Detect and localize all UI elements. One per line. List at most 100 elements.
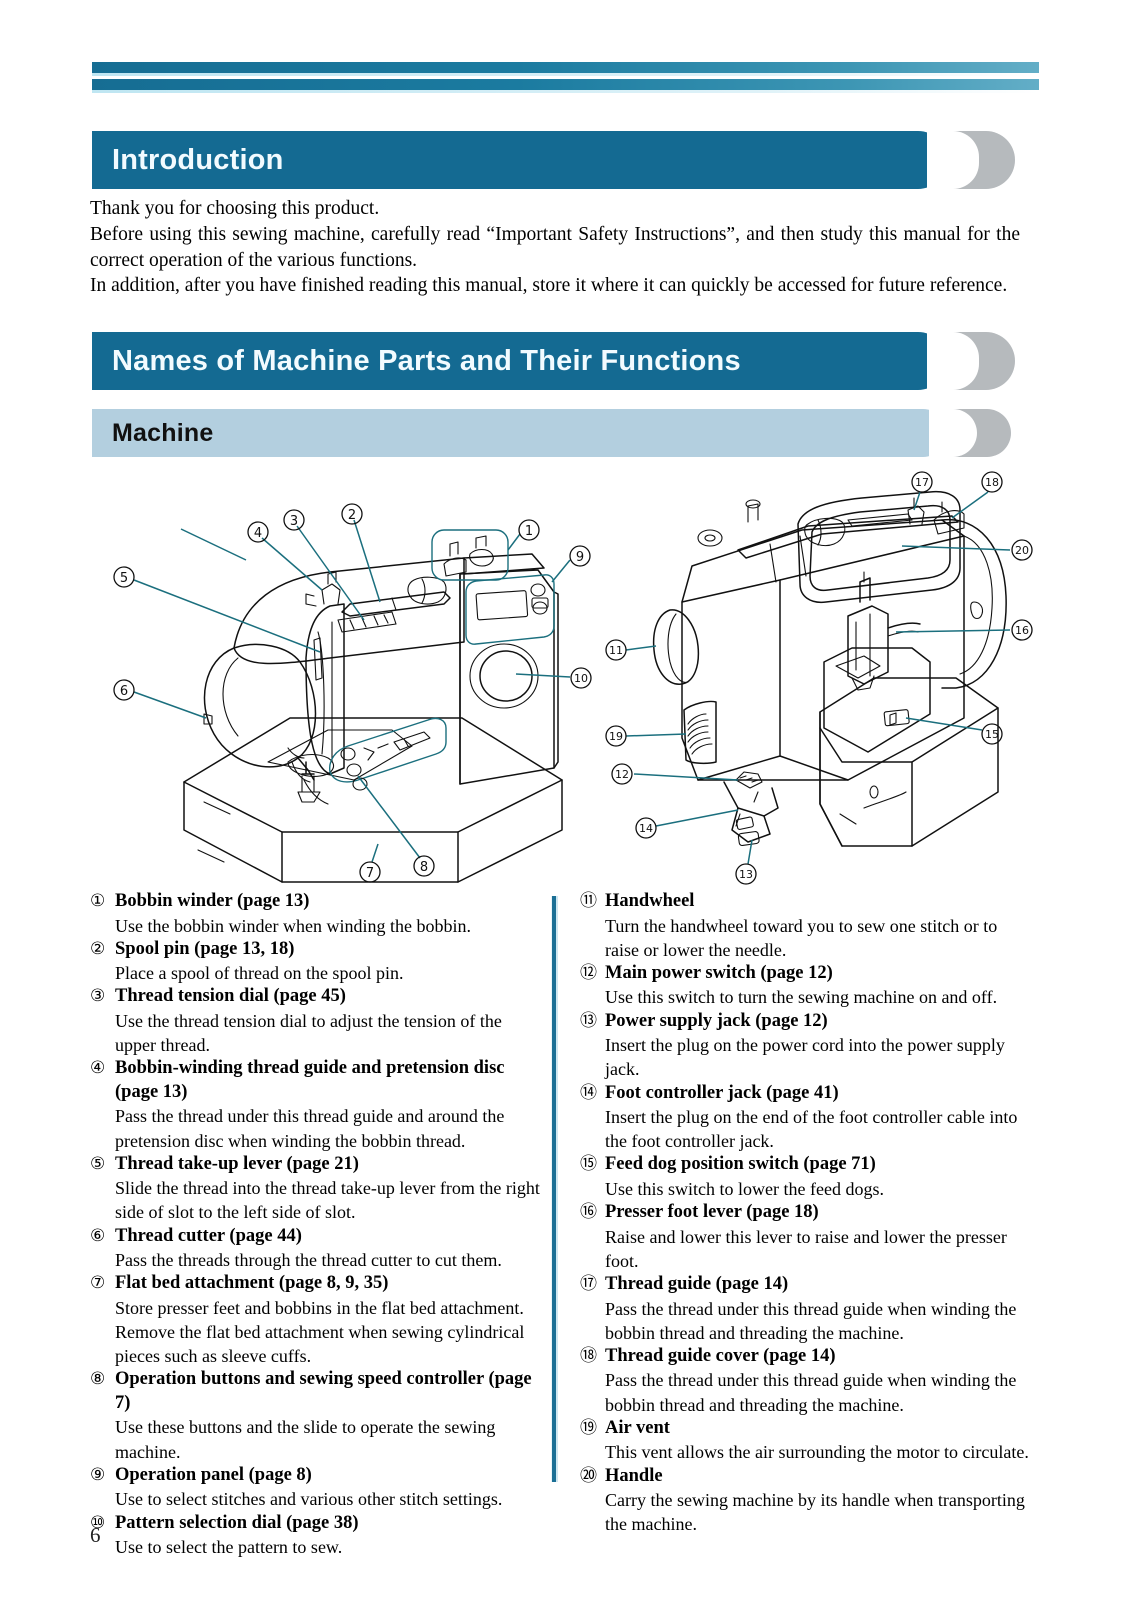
list-item: ⑤ Thread take-up lever (page 21) Slide t… xyxy=(90,1153,545,1225)
svg-text:9: 9 xyxy=(576,550,584,565)
item-description: Use to select stitches and various other… xyxy=(115,1489,503,1510)
item-number: ④ xyxy=(90,1058,106,1079)
item-description: Turn the handwheel toward you to sew one… xyxy=(605,915,998,960)
list-item: ⑳ Handle Carry the sewing machine by its… xyxy=(580,1465,1035,1537)
item-title: Operation panel (page 8) xyxy=(115,1464,312,1485)
list-item: ⑯ Presser foot lever (page 18) Raise and… xyxy=(580,1201,1035,1273)
list-item: ⑬ Power supply jack (page 12) Insert the… xyxy=(580,1010,1035,1082)
list-item: ⑲ Air vent This vent allows the air surr… xyxy=(580,1417,1035,1465)
item-number: ⑬ xyxy=(580,1010,597,1031)
item-description: Use the bobbin winder when winding the b… xyxy=(115,915,471,936)
item-title: Air vent xyxy=(605,1417,670,1438)
sewing-machine-rear-view xyxy=(652,490,1007,847)
item-number: ⑨ xyxy=(90,1464,106,1485)
item-number: ⑪ xyxy=(580,891,597,911)
item-description: Use these buttons and the slide to opera… xyxy=(115,1417,496,1462)
item-title: Thread tension dial (page 45) xyxy=(115,986,346,1007)
item-number: ⑩ xyxy=(90,1512,106,1533)
item-number: ③ xyxy=(90,986,106,1007)
item-number: ⑳ xyxy=(580,1465,597,1486)
list-item: ⑪ Handwheel Turn the handwheel toward yo… xyxy=(580,890,1035,962)
parts-list-right-column: ⑪ Handwheel Turn the handwheel toward yo… xyxy=(580,890,1035,1536)
item-title: Handle xyxy=(605,1465,663,1486)
svg-text:20: 20 xyxy=(1015,544,1029,557)
banner-title-machine: Machine xyxy=(112,418,214,447)
item-title: Flat bed attachment (page 8, 9, 35) xyxy=(115,1273,389,1294)
item-description: Pass the threads through the thread cutt… xyxy=(115,1250,502,1271)
introduction-text: Thank you for choosing this product. Bef… xyxy=(90,196,1020,299)
section-banner-introduction: Introduction xyxy=(92,131,1015,189)
svg-text:10: 10 xyxy=(574,672,588,685)
list-item: ⑨ Operation panel (page 8) Use to select… xyxy=(90,1464,545,1512)
item-number: ⑦ xyxy=(90,1273,106,1294)
column-divider xyxy=(552,896,556,1482)
item-number: ⑮ xyxy=(580,1154,597,1175)
item-title: Bobbin-winding thread guide and pretensi… xyxy=(115,1058,505,1102)
svg-text:13: 13 xyxy=(739,868,753,881)
svg-text:14: 14 xyxy=(639,822,653,835)
list-item: ① Bobbin winder (page 13) Use the bobbin… xyxy=(90,890,545,938)
banner-title-introduction: Introduction xyxy=(112,143,284,176)
list-item: ⑮ Feed dog position switch (page 71) Use… xyxy=(580,1153,1035,1201)
item-title: Bobbin winder (page 13) xyxy=(115,891,310,911)
section-banner-names-of-parts: Names of Machine Parts and Their Functio… xyxy=(92,332,1015,390)
header-rule-top xyxy=(92,62,1039,76)
list-item: ③ Thread tension dial (page 45) Use the … xyxy=(90,985,545,1057)
item-description: Slide the thread into the thread take-up… xyxy=(115,1178,540,1223)
list-item: ⑥ Thread cutter (page 44) Pass the threa… xyxy=(90,1225,545,1273)
item-description: Insert the plug on the end of the foot c… xyxy=(605,1107,1018,1152)
item-number: ⑫ xyxy=(580,962,597,983)
item-description: Pass the thread under this thread guide … xyxy=(605,1298,1017,1343)
item-number: ⑧ xyxy=(90,1369,106,1390)
item-number: ⑭ xyxy=(580,1082,597,1103)
item-title: Handwheel xyxy=(605,891,695,911)
item-description: Raise and lower this lever to raise and … xyxy=(605,1226,1007,1271)
list-item: ④ Bobbin-winding thread guide and preten… xyxy=(90,1057,545,1152)
item-number: ① xyxy=(90,891,106,911)
banner-bar: Machine xyxy=(92,409,947,457)
item-title: Spool pin (page 13, 18) xyxy=(115,938,295,959)
header-rule-bottom xyxy=(92,79,1039,93)
item-description: Pass the thread under this thread guide … xyxy=(115,1106,505,1151)
item-number: ⑯ xyxy=(580,1202,597,1223)
list-item: ② Spool pin (page 13, 18) Place a spool … xyxy=(90,938,545,986)
list-item: ⑱ Thread guide cover (page 14) Pass the … xyxy=(580,1345,1035,1417)
item-description: Insert the plug on the power cord into t… xyxy=(605,1035,1005,1080)
item-title: Thread guide cover (page 14) xyxy=(605,1345,836,1366)
item-title: Presser foot lever (page 18) xyxy=(605,1202,819,1223)
item-description: Use this switch to lower the feed dogs. xyxy=(605,1178,884,1199)
svg-text:3: 3 xyxy=(290,514,298,529)
item-number: ⑥ xyxy=(90,1225,106,1246)
svg-text:2: 2 xyxy=(348,508,356,523)
svg-text:7: 7 xyxy=(366,866,374,881)
intro-line-2: Before using this sewing machine, carefu… xyxy=(90,223,1020,271)
banner-crescent-icon xyxy=(927,131,1015,189)
svg-text:1: 1 xyxy=(525,524,533,539)
item-title: Feed dog position switch (page 71) xyxy=(605,1154,876,1175)
banner-crescent-icon xyxy=(929,409,1011,457)
list-item: ⑦ Flat bed attachment (page 8, 9, 35) St… xyxy=(90,1272,545,1368)
item-description: This vent allows the air surrounding the… xyxy=(605,1442,1029,1463)
list-item: ⑫ Main power switch (page 12) Use this s… xyxy=(580,962,1035,1010)
list-item: ⑭ Foot controller jack (page 41) Insert … xyxy=(580,1082,1035,1154)
item-description: Store presser feet and bobbins in the fl… xyxy=(115,1297,525,1367)
svg-text:11: 11 xyxy=(609,644,623,657)
header-decorative-rules xyxy=(92,62,1039,94)
svg-text:8: 8 xyxy=(420,860,428,875)
list-item: ⑧ Operation buttons and sewing speed con… xyxy=(90,1368,545,1463)
intro-line-1: Thank you for choosing this product. xyxy=(90,198,380,219)
svg-text:4: 4 xyxy=(254,526,262,541)
item-description: Pass the thread under this thread guide … xyxy=(605,1370,1017,1415)
item-number: ② xyxy=(90,938,106,959)
item-description: Use to select the pattern to sew. xyxy=(115,1537,343,1558)
machine-illustrations-svg: .ln { fill:none; stroke:#111; stroke-wid… xyxy=(113,471,1033,885)
svg-text:18: 18 xyxy=(985,476,999,489)
svg-text:16: 16 xyxy=(1015,624,1029,637)
subsection-banner-machine: Machine xyxy=(92,409,1015,457)
parts-list: ① Bobbin winder (page 13) Use the bobbin… xyxy=(90,890,1035,1557)
item-title: Thread cutter (page 44) xyxy=(115,1225,302,1246)
item-number: ⑲ xyxy=(580,1417,597,1438)
item-number: ⑱ xyxy=(580,1345,597,1366)
list-item: ⑩ Pattern selection dial (page 38) Use t… xyxy=(90,1512,545,1560)
banner-bar: Introduction xyxy=(92,131,947,189)
